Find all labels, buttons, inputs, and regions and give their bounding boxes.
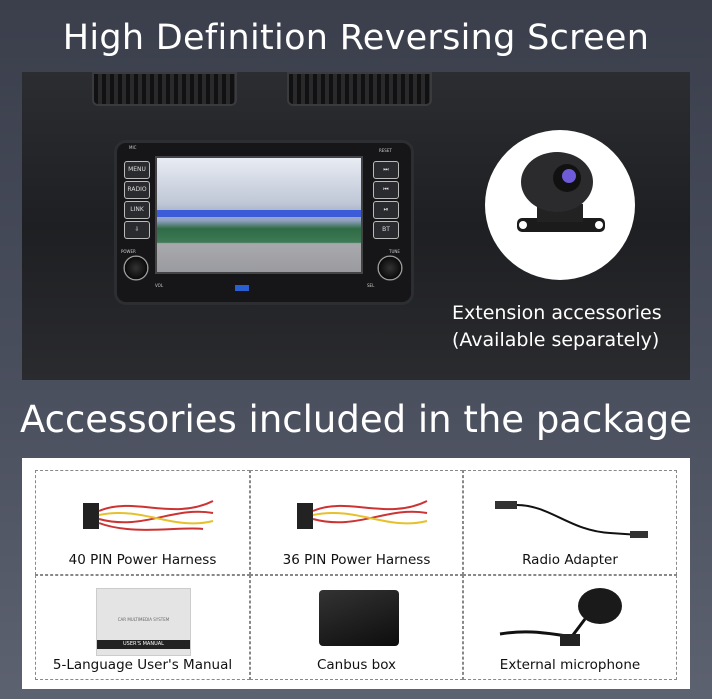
sel-label: SEL bbox=[367, 283, 375, 288]
head-unit: MENU RADIO LINK ⇩ ⏭ ⏮ ⏯ BT POWER TUNE VO… bbox=[114, 140, 414, 305]
tune-knob bbox=[377, 255, 403, 281]
accessory-cell: CAR MULTIMEDIA SYSTEM USER'S MANUAL 5-La… bbox=[35, 575, 250, 680]
next-button: ⏭ bbox=[373, 161, 399, 179]
accessory-label: 5-Language User's Manual bbox=[52, 657, 233, 673]
manual-title-text: USER'S MANUAL bbox=[97, 640, 190, 649]
accessory-cell: Radio Adapter bbox=[463, 470, 677, 575]
camera-inset bbox=[485, 130, 635, 280]
extension-line2: (Available separately) bbox=[452, 329, 660, 351]
harness-icon bbox=[82, 500, 213, 531]
accessory-cell: External microphone bbox=[463, 575, 677, 680]
page-title: High Definition Reversing Screen bbox=[62, 18, 650, 58]
reversing-screen bbox=[155, 156, 363, 274]
usb-port bbox=[235, 285, 249, 291]
accessory-label: 40 PIN Power Harness bbox=[68, 552, 217, 568]
harness-icon bbox=[296, 500, 427, 529]
radio-button: RADIO bbox=[124, 181, 150, 199]
air-vent bbox=[287, 72, 432, 106]
prev-button: ⏮ bbox=[373, 181, 399, 199]
microphone-icon bbox=[499, 588, 622, 646]
vol-label: VOL bbox=[155, 283, 164, 288]
mic-label: MIC bbox=[129, 145, 137, 150]
antenna-adapter-icon bbox=[495, 501, 648, 538]
manual-system-text: CAR MULTIMEDIA SYSTEM bbox=[117, 617, 170, 622]
manual-icon: CAR MULTIMEDIA SYSTEM USER'S MANUAL bbox=[96, 588, 191, 656]
tune-label: TUNE bbox=[389, 249, 400, 254]
accessory-label: External microphone bbox=[499, 657, 641, 673]
volume-knob bbox=[123, 255, 149, 281]
eject-button: ⇩ bbox=[124, 221, 150, 239]
accessory-label: 36 PIN Power Harness bbox=[282, 552, 431, 568]
power-label: POWER bbox=[121, 249, 136, 254]
link-button: LINK bbox=[124, 201, 150, 219]
play-button: ⏯ bbox=[373, 201, 399, 219]
backup-camera-icon bbox=[517, 152, 605, 232]
accessory-label: Radio Adapter bbox=[522, 552, 618, 568]
menu-button: MENU bbox=[124, 161, 150, 179]
accessory-cell: Canbus box bbox=[250, 575, 463, 680]
extension-caption: Extension accessories (Available separat… bbox=[452, 300, 662, 354]
accessory-label: Canbus box bbox=[316, 657, 397, 673]
canbus-box-icon bbox=[319, 590, 399, 646]
air-vent bbox=[92, 72, 237, 106]
accessory-cell: 36 PIN Power Harness bbox=[250, 470, 463, 575]
extension-line1: Extension accessories bbox=[452, 302, 662, 324]
accessories-grid: 40 PIN Power Harness 36 PIN Power Harnes… bbox=[22, 458, 690, 689]
bt-button: BT bbox=[373, 221, 399, 239]
accessory-cell: 40 PIN Power Harness bbox=[35, 470, 250, 575]
reset-label: RESET bbox=[379, 148, 392, 153]
section-title: Accessories included in the package bbox=[19, 398, 693, 441]
car-dashboard-photo: MENU RADIO LINK ⇩ ⏭ ⏮ ⏯ BT POWER TUNE VO… bbox=[22, 72, 690, 380]
